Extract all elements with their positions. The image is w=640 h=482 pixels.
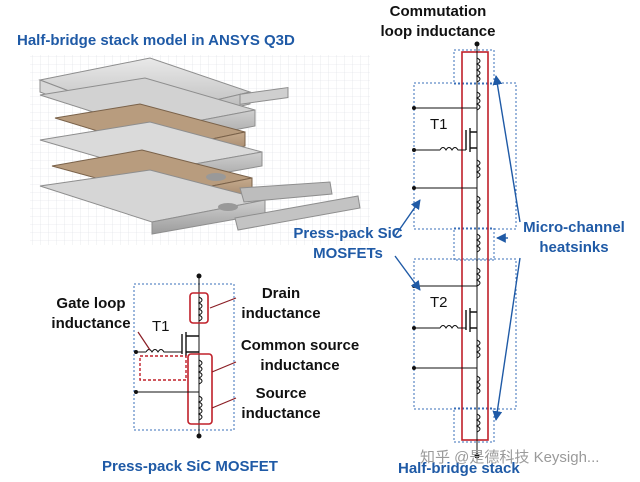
source-line-1: Source	[255, 385, 307, 402]
drain-inductance-label: Drain inductance	[226, 284, 336, 324]
micro-channel-line-1: Micro-channel	[523, 219, 625, 236]
drain-line-2: inductance	[241, 305, 321, 322]
half-bridge-schematic	[394, 41, 521, 459]
source-inductance-label: Source inductance	[226, 384, 336, 424]
watermark: 知乎 @是德科技 Keysigh...	[420, 449, 600, 466]
stack-model-title: Half-bridge stack model in ANSYS Q3D	[17, 32, 295, 49]
t1-right-label: T1	[430, 116, 448, 133]
common-source-line-1: Common source	[240, 337, 360, 354]
caption-left: Press-pack SiC MOSFET	[102, 458, 278, 475]
common-source-line-2: inductance	[260, 357, 340, 374]
source-line-2: inductance	[241, 405, 321, 422]
drain-line-1: Drain	[261, 285, 301, 302]
press-pack-line-1: Press-pack SiC	[293, 225, 403, 242]
t1-left-label: T1	[152, 318, 170, 335]
common-source-label: Common source inductance	[222, 336, 378, 376]
t2-right-label: T2	[430, 294, 448, 311]
press-pack-line-2: MOSFETs	[313, 245, 383, 262]
gate-loop-label: Gate loop inductance	[36, 294, 146, 334]
gate-loop-line-2: inductance	[51, 315, 131, 332]
press-pack-mosfets-label: Press-pack SiC MOSFETs	[286, 224, 410, 264]
commutation-loop-label: Commutation loop inductance	[368, 2, 508, 42]
commutation-line-1: Commutation	[389, 3, 487, 20]
micro-channel-label: Micro-channel heatsinks	[512, 218, 636, 258]
commutation-line-2: loop inductance	[380, 23, 496, 40]
stack-3d-model	[30, 55, 370, 245]
single-mosfet-schematic	[133, 273, 237, 439]
gate-loop-line-1: Gate loop	[56, 295, 126, 312]
caption-right: Half-bridge stack	[398, 460, 520, 477]
micro-channel-line-2: heatsinks	[539, 239, 609, 256]
